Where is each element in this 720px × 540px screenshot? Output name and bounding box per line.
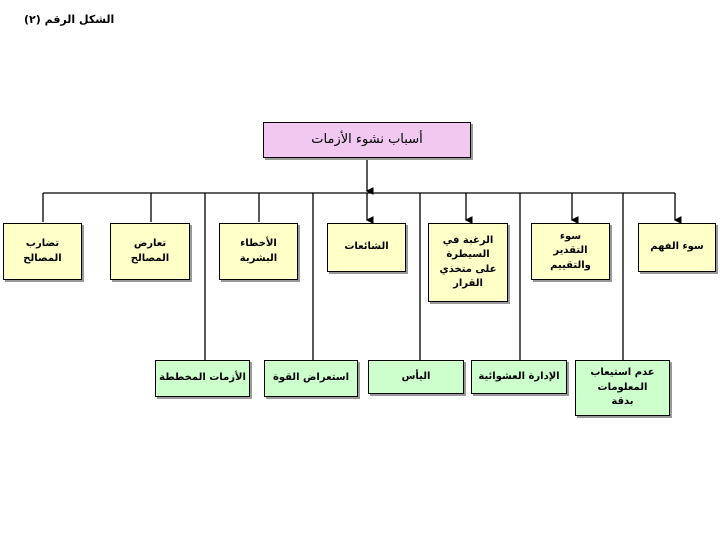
figure-caption: الشكل الرقم (٢) [24, 13, 115, 26]
cause-node: الأخطاء البشرية [219, 223, 298, 280]
root-node: أسباب نشوء الأزمات [263, 122, 471, 158]
cause-node: سوء التقدير والتقييم [531, 223, 610, 280]
cause-node: استعراض القوة [264, 360, 358, 397]
cause-node: عدم استيعاب المعلومات بدقة [575, 360, 670, 416]
cause-node: الإدارة العشوائية [471, 360, 567, 394]
cause-node: الرغبة في السيطرة على متخذي القرار [428, 223, 508, 302]
cause-node: سوء الفهم [638, 223, 716, 272]
cause-node: تضارب المصالح [3, 223, 82, 280]
cause-node: اليأس [368, 360, 464, 394]
cause-node: الأزمات المخططة [155, 360, 250, 397]
cause-node: تعارض المصالح [110, 223, 190, 280]
cause-node: الشائعات [327, 223, 406, 272]
